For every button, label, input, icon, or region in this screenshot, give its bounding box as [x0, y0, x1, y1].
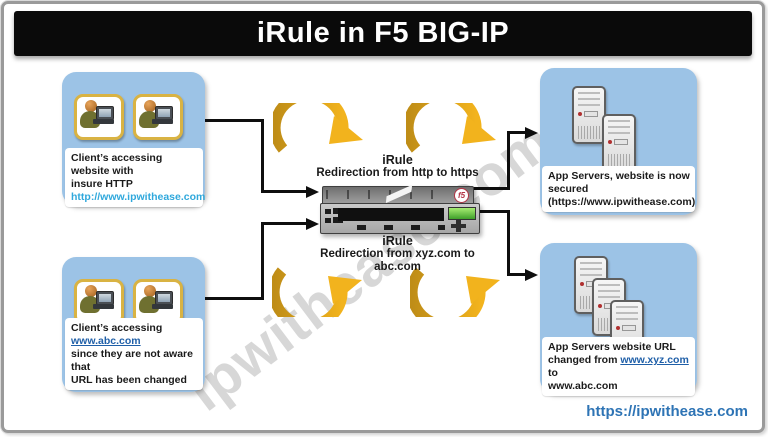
- label-line: App Servers website URL: [548, 341, 676, 353]
- connector-server-top: [507, 131, 526, 134]
- abc-com-link[interactable]: www.abc.com: [71, 335, 141, 348]
- vent-grille: [326, 190, 444, 199]
- connector-server-top: [472, 187, 510, 190]
- redirect-arc-top-right-icon: [406, 103, 496, 153]
- connector-server-top: [507, 133, 510, 190]
- connector-server-bottom: [478, 210, 510, 213]
- label-line: since they are not aware that: [71, 348, 193, 374]
- client-computer-icon: [133, 279, 183, 325]
- label-line: (https://www.ipwithease.com): [548, 196, 696, 209]
- device-port-row: [357, 225, 445, 230]
- laptop-icon: [155, 106, 173, 120]
- label-line: secured: [548, 183, 589, 196]
- redirect-arc-top-left-icon: [273, 103, 363, 153]
- servers-url-changed-label: App Servers website URL changed from www…: [542, 337, 695, 397]
- redirect-arc-bottom-right-icon: [410, 267, 500, 317]
- client-computer-icon: [133, 94, 183, 140]
- label-line: Client’s accessing: [71, 322, 163, 334]
- laptop-icon: [96, 291, 114, 305]
- f5-logo-icon: f5: [454, 188, 469, 203]
- connector-server-bottom: [507, 210, 510, 276]
- servers-secured-label: App Servers, website is now secured (htt…: [542, 166, 696, 213]
- arrowhead-icon: [306, 217, 319, 230]
- client-computer-icon: [74, 279, 124, 325]
- client-computer-icon: [74, 94, 124, 140]
- arrowhead-icon: [525, 268, 538, 281]
- client-abc-label: Client’s accessing www.abc.com since the…: [65, 318, 203, 391]
- label-line: App Servers, website is now: [548, 170, 690, 182]
- device-button: [325, 218, 331, 223]
- connector-client-top: [205, 119, 263, 122]
- connector-server-bottom: [507, 273, 526, 276]
- dpad-buttons: [451, 224, 466, 228]
- irule-xyz-abc-label: iRule Redirection from xyz.com to abc.co…: [320, 234, 475, 273]
- lcd-screen: [448, 207, 476, 220]
- connector-client-top: [261, 119, 264, 193]
- label-line: www.abc.com: [548, 380, 618, 393]
- connector-client-bottom: [261, 224, 264, 300]
- device-display-band: [338, 208, 444, 221]
- ipwithease-http-link[interactable]: http://www.ipwithease.com: [71, 191, 206, 204]
- arrowhead-icon: [525, 126, 538, 139]
- person-icon: [144, 285, 156, 297]
- page-title: iRule in F5 BIG-IP: [14, 11, 752, 56]
- client-http-label: Client’s accessing website with insure H…: [65, 148, 206, 208]
- redirect-arc-bottom-left-icon: [272, 267, 362, 317]
- f5-bigip-device-bottom-unit: [320, 203, 480, 234]
- label-line: Client’s accessing website with: [71, 152, 163, 178]
- server-icon: [572, 86, 606, 144]
- person-icon: [85, 100, 97, 112]
- footer-site-link[interactable]: https://ipwithease.com: [586, 403, 748, 420]
- irule-http-https-label: iRule Redirection from http to https: [316, 153, 479, 179]
- label-line: URL has been changed: [71, 374, 187, 387]
- connector-client-bottom: [205, 297, 263, 300]
- person-icon: [144, 100, 156, 112]
- arrowhead-icon: [306, 185, 319, 198]
- xyz-com-link[interactable]: www.xyz.com: [620, 354, 689, 367]
- label-line: insure HTTP: [71, 178, 133, 191]
- connector-client-top: [261, 190, 307, 193]
- laptop-icon: [96, 106, 114, 120]
- device-button: [325, 209, 331, 214]
- person-icon: [85, 285, 97, 297]
- connector-client-bottom: [261, 222, 307, 225]
- server-icon: [602, 114, 636, 172]
- label-line: changed from www.xyz.com to: [548, 354, 689, 380]
- laptop-icon: [155, 291, 173, 305]
